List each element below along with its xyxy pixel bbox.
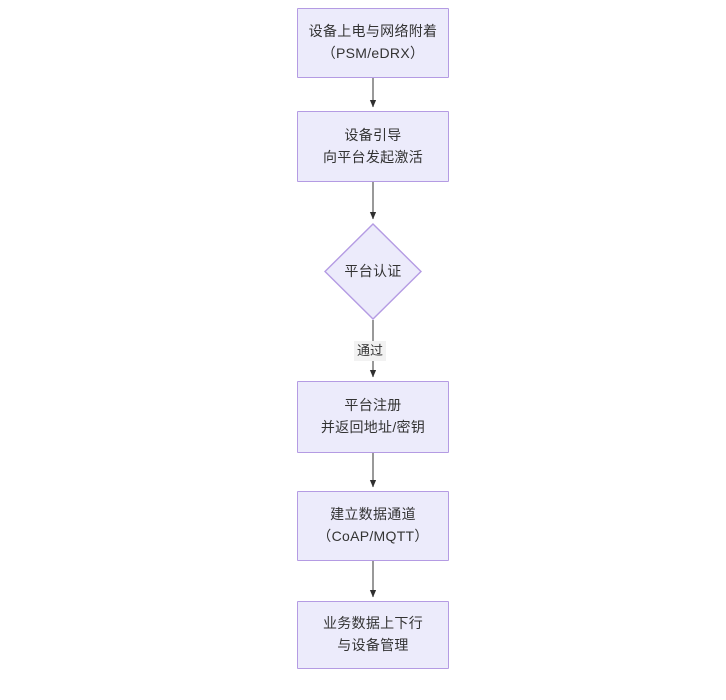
diamond-shape	[324, 223, 422, 320]
node-platform-authentication-decision[interactable]: 平台认证	[324, 223, 422, 320]
edge-label-pass: 通过	[354, 341, 387, 362]
node-establish-data-channel[interactable]: 建立数据通道 （CoAP/MQTT）	[297, 491, 449, 561]
node-power-on-network-attach[interactable]: 设备上电与网络附着 （PSM/eDRX）	[297, 8, 449, 78]
node-label: 平台认证	[344, 262, 402, 279]
node-label: 设备上电与网络附着 （PSM/eDRX）	[308, 23, 438, 61]
node-business-data-uplink-downlink-device-management[interactable]: 业务数据上下行 与设备管理	[297, 601, 449, 669]
node-label: 建立数据通道 （CoAP/MQTT）	[317, 506, 429, 544]
edge-label-text: 通过	[357, 343, 384, 358]
node-platform-registration-return-address-key[interactable]: 平台注册 并返回地址/密钥	[297, 381, 449, 453]
node-device-bootstrap-activation[interactable]: 设备引导 向平台发起激活	[297, 111, 449, 182]
node-label: 平台注册 并返回地址/密钥	[320, 397, 426, 435]
node-label: 业务数据上下行 与设备管理	[322, 615, 424, 653]
node-label: 设备引导 向平台发起激活	[322, 126, 424, 165]
